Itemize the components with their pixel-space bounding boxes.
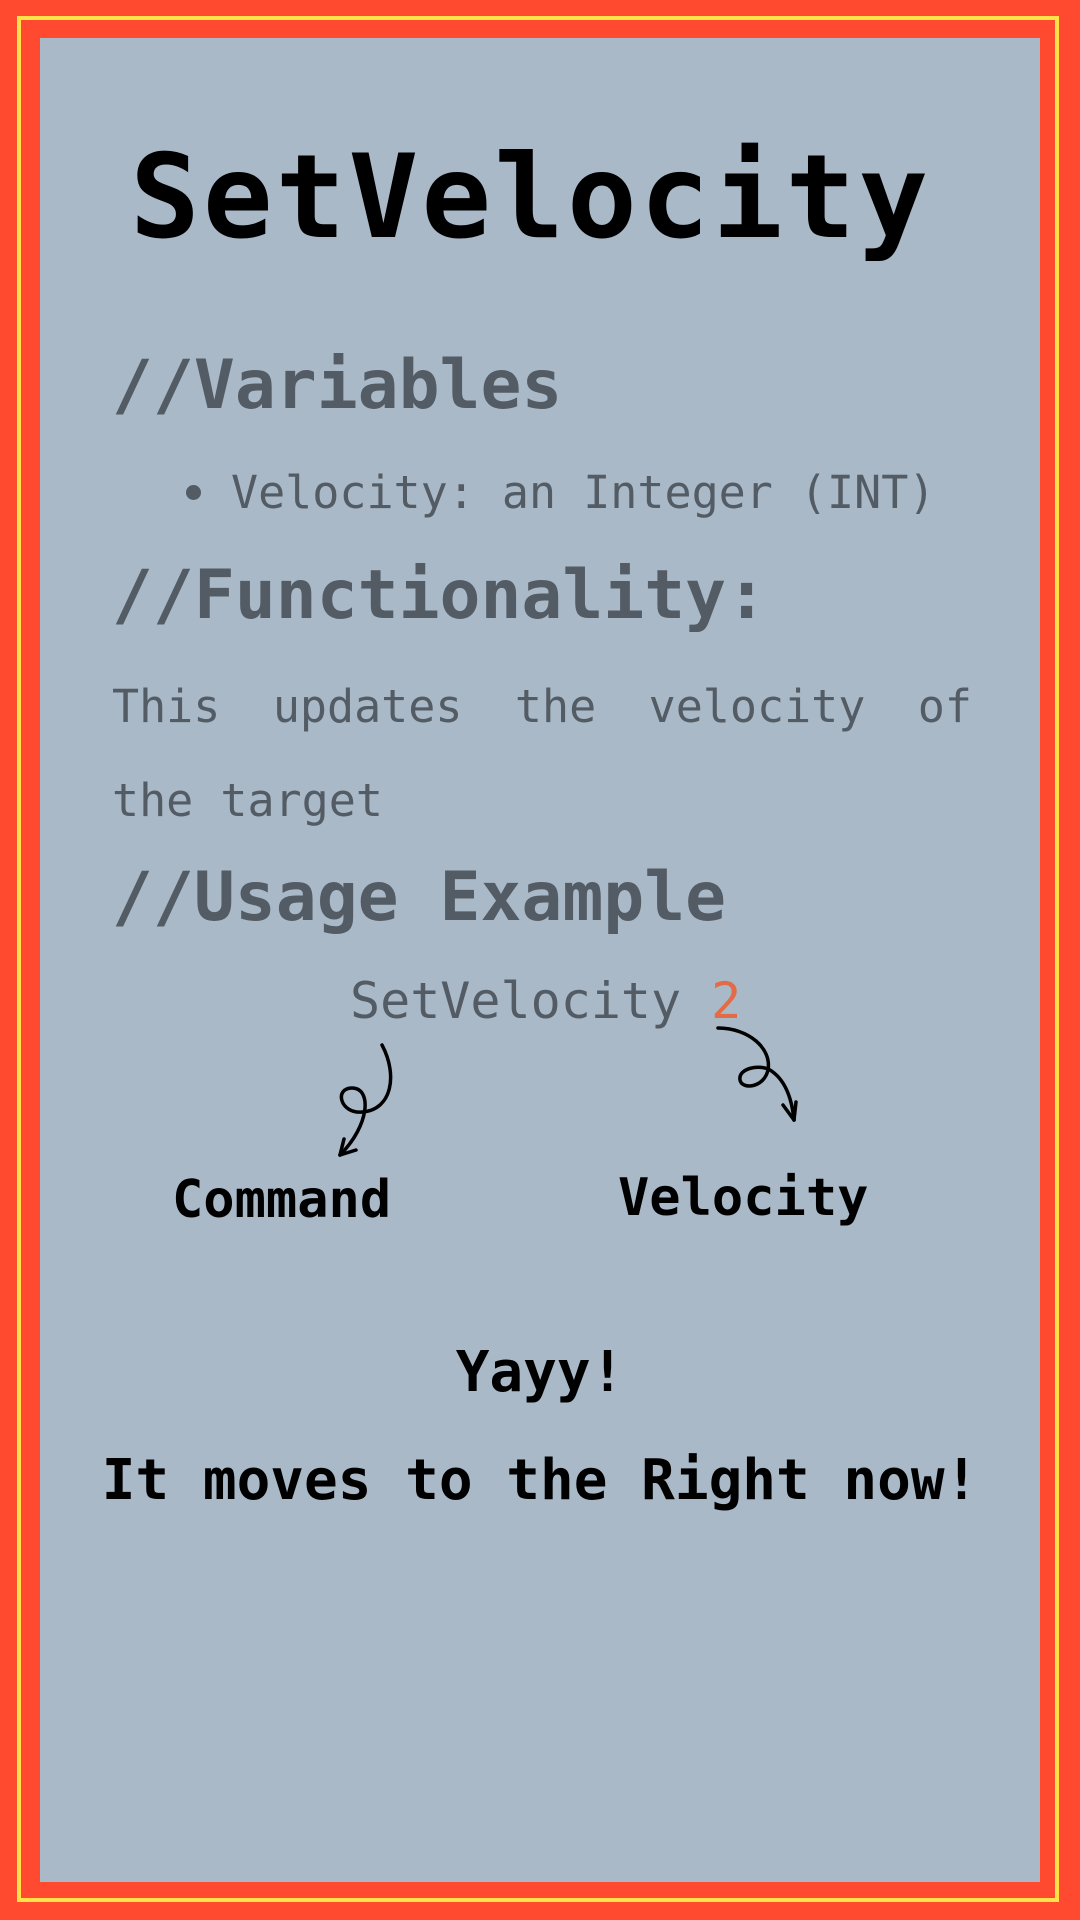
command-label: Command	[172, 1170, 392, 1230]
outer-frame	[17, 16, 1059, 1902]
functionality-heading: //Functionality:	[112, 556, 768, 635]
bullet-icon	[186, 485, 201, 500]
velocity-label: Velocity	[618, 1168, 869, 1228]
variable-text: Velocity: an Integer (INT)	[231, 466, 936, 519]
variables-heading: //Variables	[112, 346, 563, 425]
card-panel	[40, 38, 1040, 1882]
list-item: Velocity: an Integer (INT)	[186, 466, 935, 519]
usage-heading: //Usage Example	[112, 858, 727, 937]
code-command: SetVelocity	[350, 972, 682, 1030]
code-argument: 2	[711, 972, 742, 1030]
page-title: SetVelocity	[130, 130, 932, 265]
functionality-description: This updates the velocity of the target	[112, 680, 972, 827]
result-message: It moves to the Right now!	[101, 1448, 979, 1513]
variables-list: Velocity: an Integer (INT)	[186, 466, 935, 519]
result-exclaim: Yayy!	[455, 1340, 625, 1405]
usage-code-line: SetVelocity 2	[350, 972, 741, 1030]
